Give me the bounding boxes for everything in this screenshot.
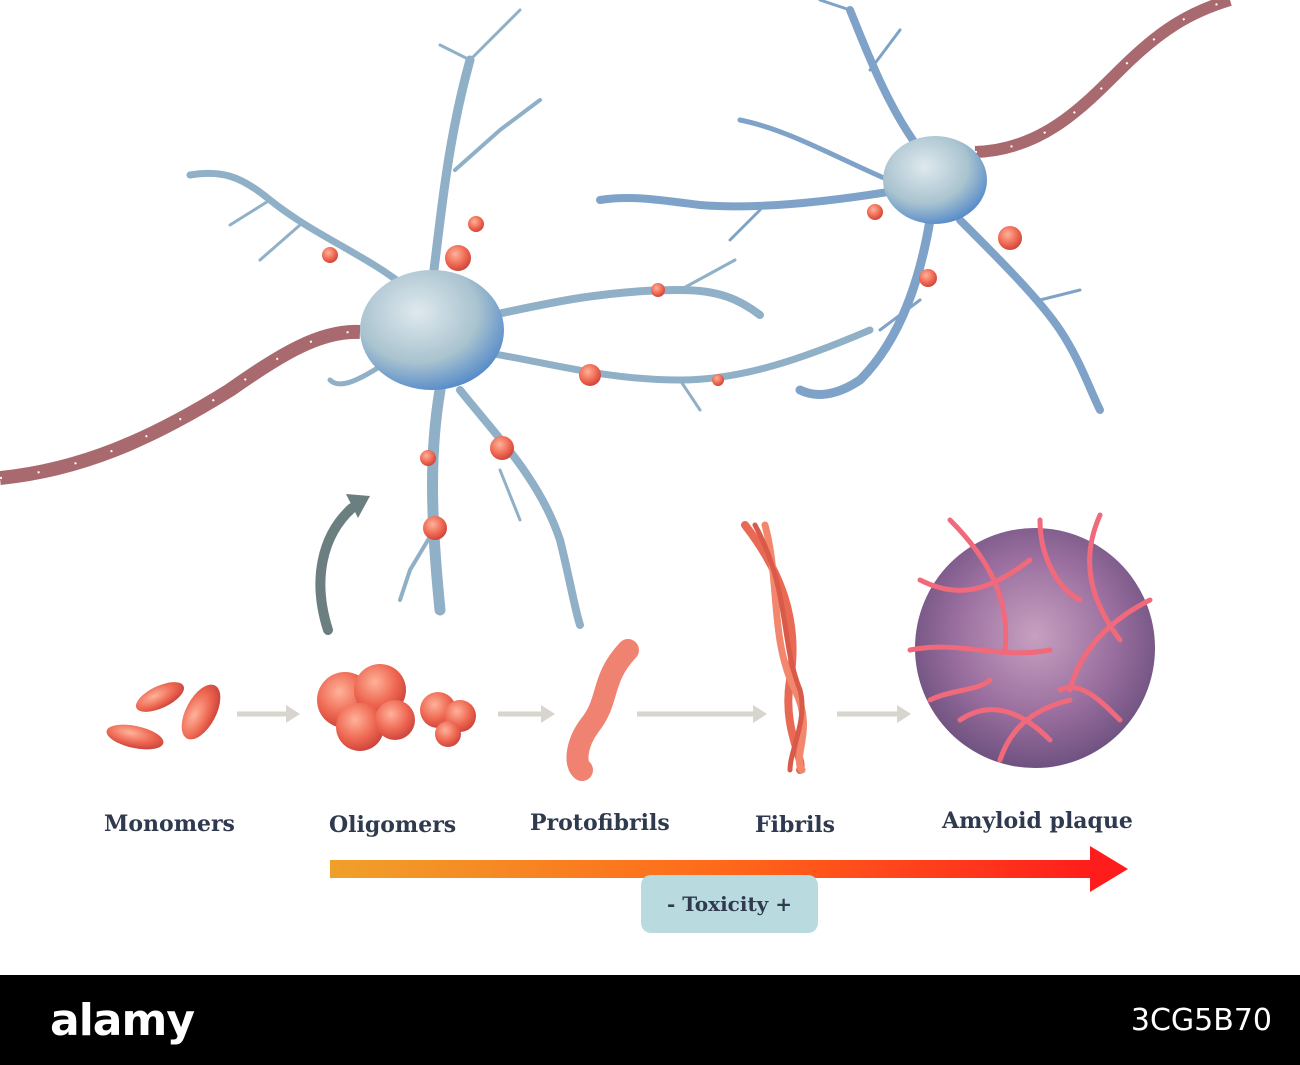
watermark-footer <box>0 975 1300 1065</box>
neuron-left-soma <box>360 270 504 390</box>
neuron-right-soma <box>883 136 987 224</box>
diagram-canvas: Monomers Oligomers Protofibrils Fibrils … <box>0 0 1232 933</box>
neuron-right-dendrites <box>596 0 1104 414</box>
neuron-illustration <box>0 0 1232 892</box>
stage-label-fibrils: Fibrils <box>755 812 836 838</box>
toxicity-label: - Toxicity + <box>666 892 793 916</box>
toxicity-label-box: - Toxicity + <box>641 875 818 933</box>
stage-arrows <box>237 705 911 723</box>
image-code: 3CG5B70 <box>1130 1003 1272 1038</box>
arrow-monomers-to-oligomers <box>237 705 300 723</box>
protofibril-illustration <box>566 639 639 781</box>
neuron-oligomer-clusters <box>322 204 1022 540</box>
stage-label-monomers: Monomers <box>104 811 235 837</box>
arrow-oligomers-to-protofibrils <box>498 705 555 723</box>
amyloid-plaque-illustration <box>907 512 1155 768</box>
stage-label-protofibrils: Protofibrils <box>530 810 670 836</box>
arrow-protofibrils-to-fibrils <box>637 705 767 723</box>
neuron-left-axon <box>0 324 361 485</box>
stage-label-amyloid-plaque: Amyloid plaque <box>942 808 1133 834</box>
toxicity-gradient-arrow <box>330 846 1128 892</box>
arrow-fibrils-to-plaque <box>837 705 911 723</box>
curved-arrow <box>315 494 370 635</box>
neuron-right-axon <box>974 0 1232 158</box>
monomers-illustration <box>106 682 221 750</box>
stage-label-oligomers: Oligomers <box>329 812 457 838</box>
oligomers-illustration <box>317 664 476 751</box>
brand-logo: alamy <box>50 995 195 1046</box>
fibrils-illustration <box>741 521 807 774</box>
